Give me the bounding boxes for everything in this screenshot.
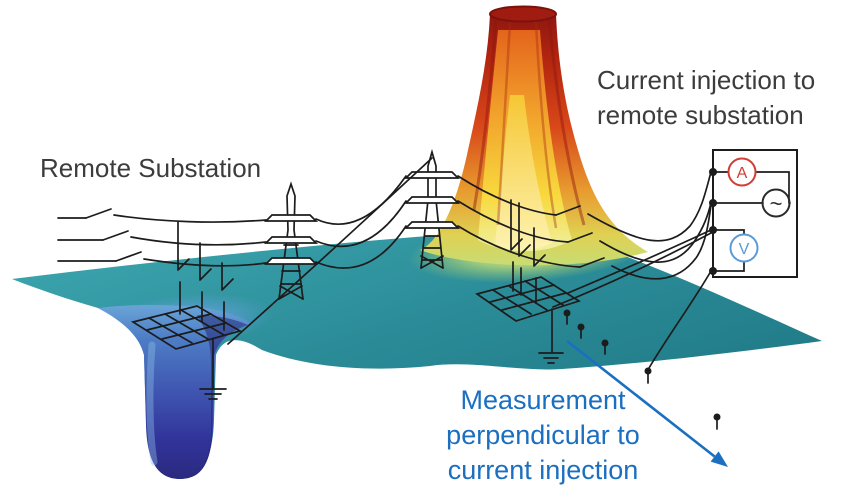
terminal-dot (709, 226, 717, 234)
measurement-arrow (566, 339, 728, 467)
crossarm (403, 221, 461, 229)
voltmeter-probe-wires (552, 229, 712, 369)
feeder-1b (113, 214, 267, 223)
measurement-line3: current injection (448, 455, 639, 485)
ground-symbol-remote-icon (199, 388, 227, 400)
remote-grounding-grid (130, 305, 243, 400)
crossarm (263, 257, 319, 265)
measurement-line1: Measurement (460, 385, 626, 415)
transmission-tower-2 (403, 148, 461, 269)
depression-shadow (186, 315, 248, 478)
peak-top-cap (489, 5, 557, 23)
schematic-linework: A ~ V (57, 148, 798, 430)
current-injection-label: Current injection to remote substation (597, 65, 815, 130)
tower-legs (278, 181, 304, 300)
span-tower1-tower2 (315, 175, 407, 269)
measurement-pin (577, 323, 585, 339)
current-injection-line2: remote substation (597, 100, 804, 130)
terminal-dot (709, 199, 717, 207)
ammeter-icon: A (727, 157, 757, 187)
ac-source-label: ~ (770, 191, 783, 216)
crossarm (263, 236, 319, 244)
span-to-circuit (457, 171, 712, 280)
drop-1 (177, 221, 190, 315)
crossarm (263, 214, 319, 222)
measurement-pin (563, 309, 571, 325)
ground-potential-surface (12, 5, 822, 479)
crossarm (403, 171, 461, 179)
voltmeter-icon: V (729, 233, 759, 263)
measurement-pins (563, 309, 721, 430)
grid-mesh (146, 309, 227, 344)
feeder-lines-left (57, 208, 267, 267)
feeder-2b (130, 236, 267, 246)
grid-outline (475, 276, 581, 322)
surface-plane (12, 228, 822, 479)
measurement-pin (713, 413, 721, 430)
terminal-dot (709, 267, 717, 275)
transmission-tower-1 (263, 181, 319, 300)
ac-source-icon: ~ (761, 188, 791, 218)
central-grounding-grid (475, 276, 581, 364)
voltmeter-label: V (739, 241, 750, 258)
measurement-pin (644, 367, 652, 384)
drop-3 (221, 262, 234, 331)
tower-downlead (227, 157, 433, 345)
switch-blade-icon (102, 230, 129, 241)
tower-rungs (420, 235, 444, 269)
switch-blade-icon (555, 205, 581, 216)
remote-substation-label: Remote Substation (40, 153, 261, 183)
switch-blade-icon (115, 251, 142, 262)
measurement-direction-label: Measurement perpendicular to current inj… (446, 385, 640, 485)
measurement-pin (601, 339, 609, 355)
arrowhead-icon (710, 451, 728, 467)
switch-blade-icon (579, 257, 605, 268)
peak-streak-3 (534, 21, 558, 229)
switch-blade-icon (85, 208, 112, 219)
circuit-box: A ~ V (709, 149, 798, 278)
peak-streak-4 (547, 17, 586, 226)
potential-depression (98, 304, 252, 479)
ground-symbol-central-icon (538, 352, 564, 364)
current-injection-line1: Current injection to (597, 65, 815, 95)
feeder-3b (143, 258, 267, 267)
depression-highlight (146, 341, 158, 466)
grid-outline (130, 305, 243, 350)
terminal-dot (709, 168, 717, 176)
peak-streak-2 (496, 21, 512, 226)
crossarm (403, 196, 461, 204)
ammeter-label: A (737, 165, 748, 182)
switch-blade-icon (567, 232, 593, 243)
measurement-line2: perpendicular to (446, 420, 640, 450)
terminal-dots (709, 168, 717, 275)
grid-mesh (489, 280, 567, 315)
remote-substation-drops (177, 221, 234, 331)
